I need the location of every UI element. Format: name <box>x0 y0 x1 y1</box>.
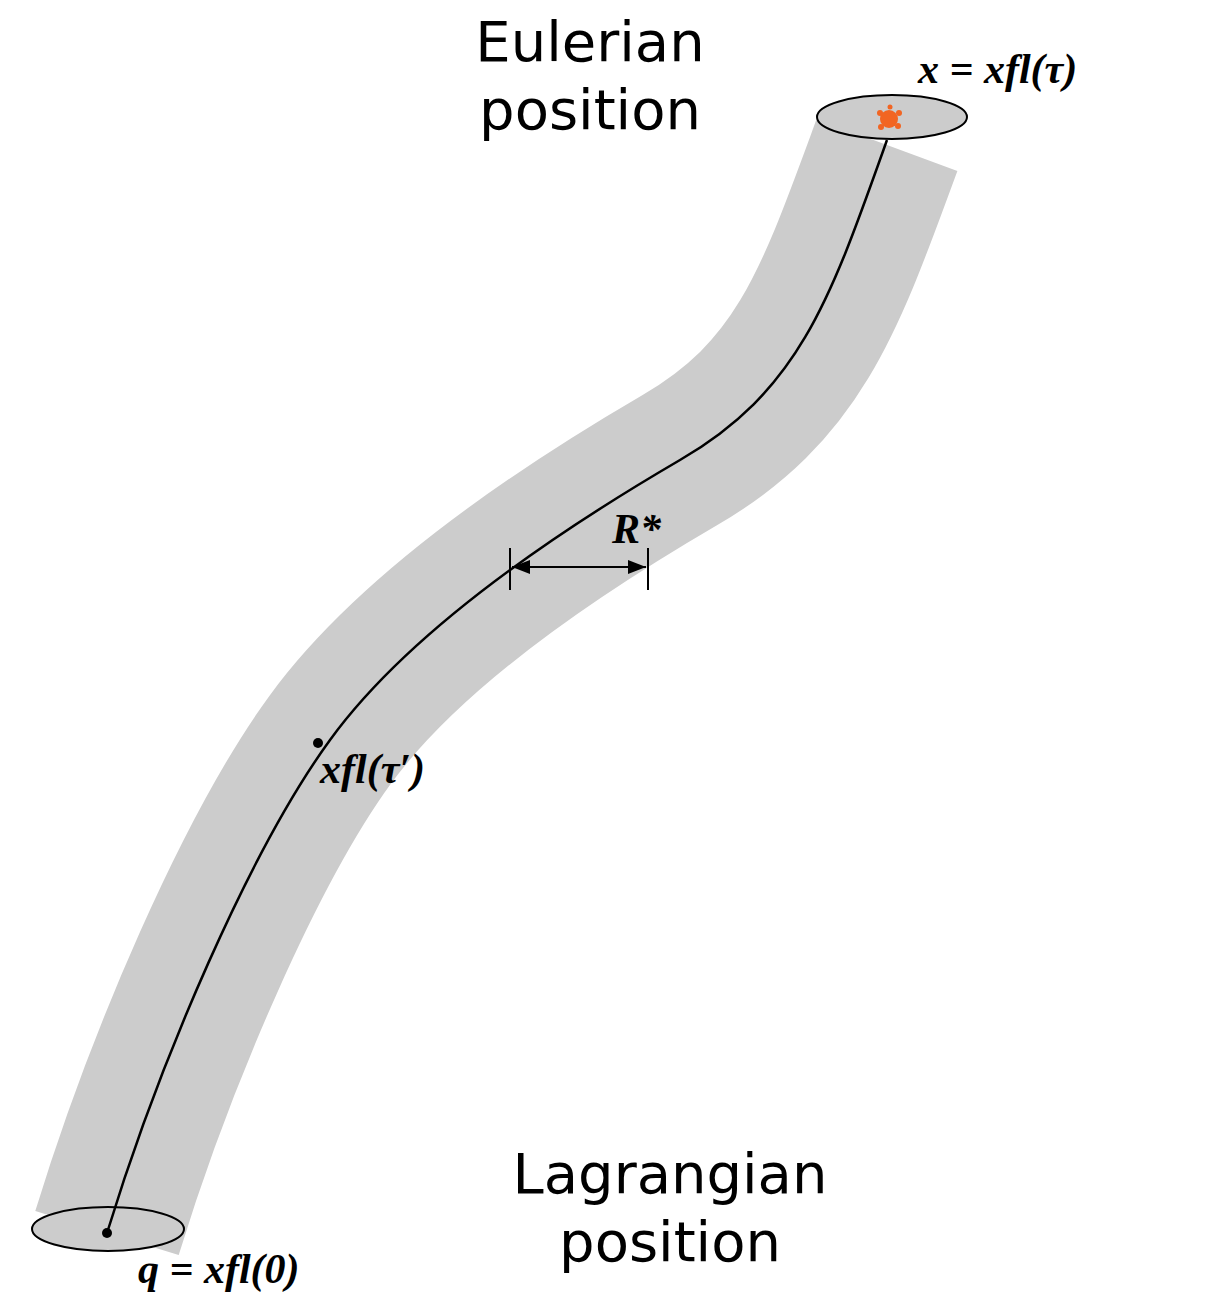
end-position-label: x = xfl(τ) <box>918 45 1077 93</box>
mid-position-label: xfl(τ′) <box>320 745 425 793</box>
lagrangian-label: Lagrangian position <box>480 1140 860 1277</box>
radius-label: R* <box>612 505 661 553</box>
radius-dimension <box>510 548 648 590</box>
start-point <box>102 1228 112 1238</box>
end-disc <box>817 95 967 139</box>
start-disc <box>32 1207 184 1251</box>
eulerian-label: Eulerian position <box>440 8 740 145</box>
tracer-splat <box>877 105 902 131</box>
start-position-label: q = xfl(0) <box>138 1245 300 1293</box>
tube-band <box>107 145 887 1233</box>
fluid-trajectory <box>107 140 887 1233</box>
